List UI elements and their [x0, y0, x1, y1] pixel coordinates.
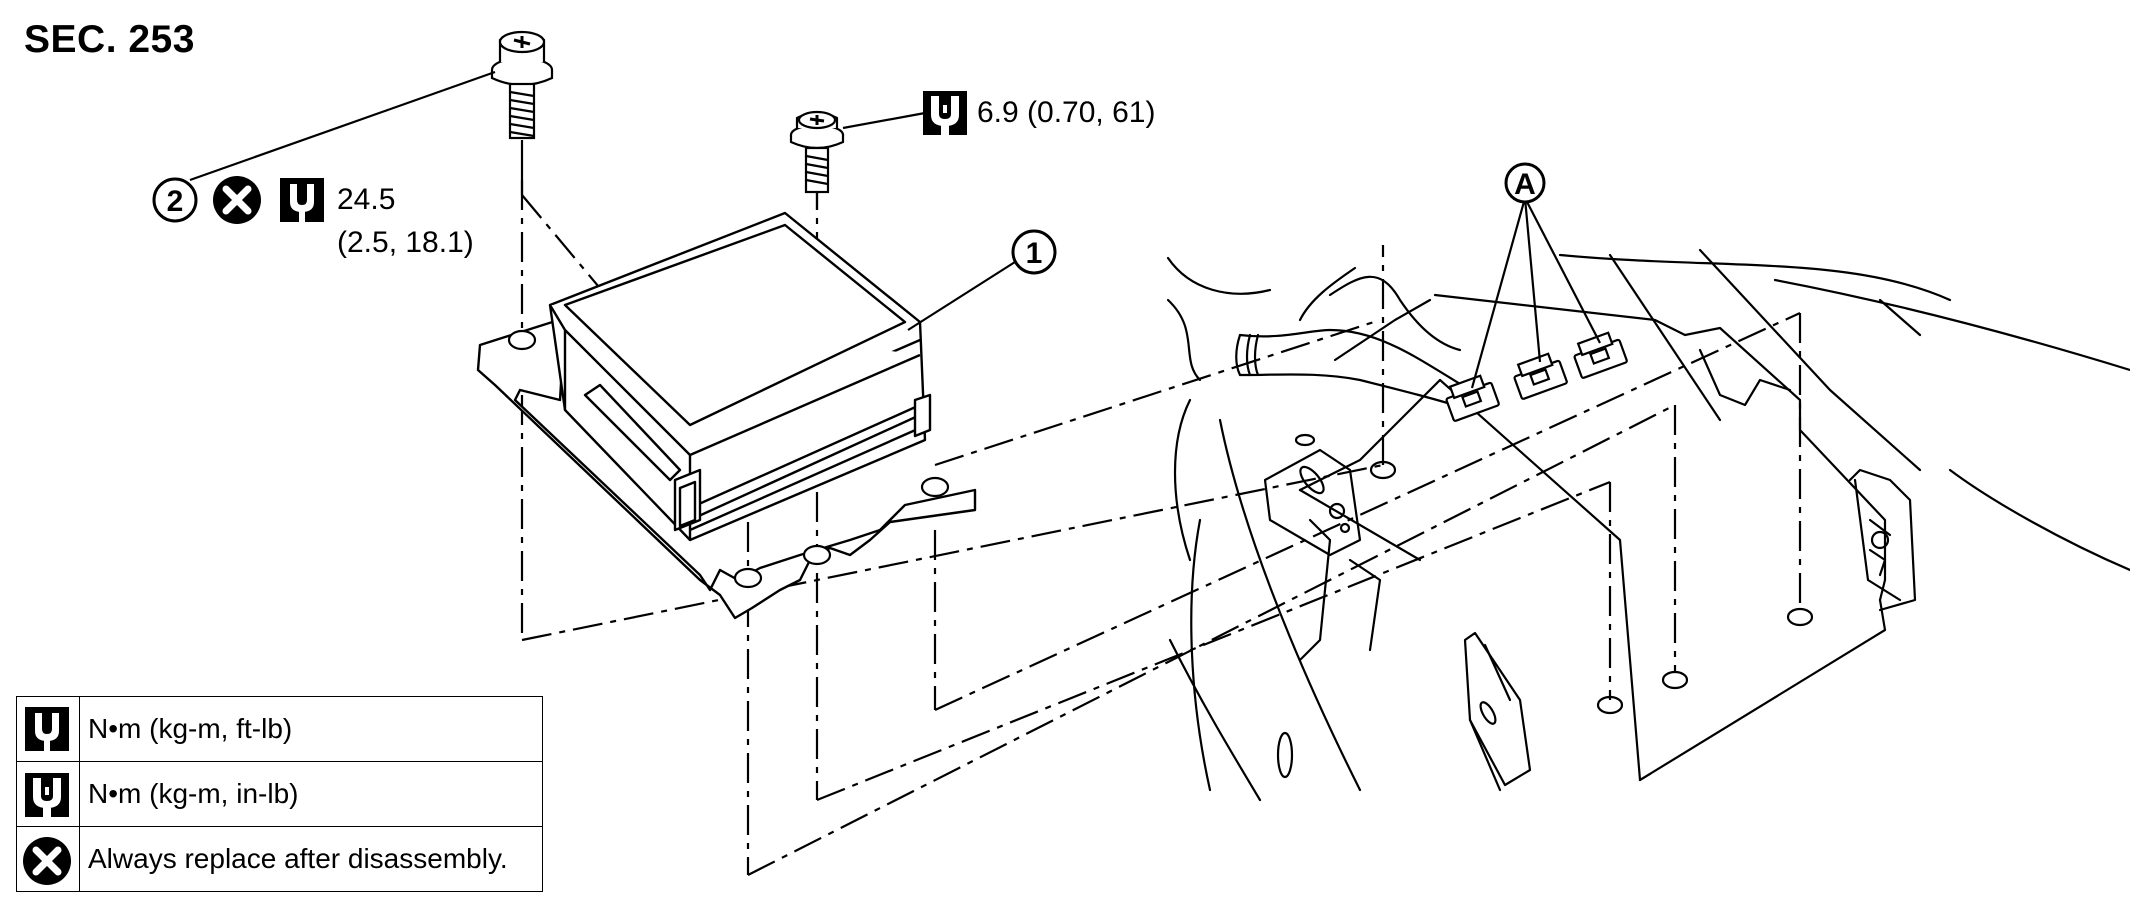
bolt-2-torque-units: (2.5, 18.1) [337, 226, 474, 259]
part-1-number-icon: 1 [1011, 229, 1057, 275]
legend-row: Always replace after disassembly. [16, 826, 543, 892]
legend-row: N•m (kg-m, in-lb) [16, 761, 543, 827]
control-unit [476, 211, 977, 620]
legend-text: N•m (kg-m, ft-lb) [79, 696, 543, 762]
section-label: SEC. 253 [24, 18, 195, 61]
bolt-center-lines [520, 140, 819, 210]
control-unit-mount-holes [507, 329, 950, 589]
connector-a-label: A [1504, 162, 1546, 204]
svg-text:A: A [1514, 168, 1536, 201]
bolt-small [789, 110, 845, 194]
bolt-2 [490, 30, 554, 140]
torque-wrench-in-lb-icon [923, 91, 967, 135]
callout-leader-lines [189, 70, 1016, 331]
legend-icon-cell [16, 826, 80, 892]
connector-a-leader-lines [1470, 197, 1601, 389]
legend-table: N•m (kg-m, ft-lb) N•m (kg-m, in-lb) Alwa… [16, 696, 543, 892]
legend-icon-cell [16, 696, 80, 762]
legend-text: Always replace after disassembly. [79, 826, 543, 892]
vehicle-frame-structure [1166, 248, 2130, 802]
legend-icon-cell [16, 761, 80, 827]
connector-a-group [1445, 331, 1628, 422]
legend-row: N•m (kg-m, ft-lb) [16, 696, 543, 762]
part-2-number-icon: 2 [152, 177, 198, 223]
bolt-2-torque-value: 24.5 [337, 183, 396, 216]
assembly-dashed-lines [520, 180, 1802, 876]
small-bolt-torque-value: 6.9 (0.70, 61) [977, 96, 1156, 129]
svg-text:1: 1 [1026, 237, 1043, 270]
legend-text: N•m (kg-m, in-lb) [79, 761, 543, 827]
svg-text:2: 2 [167, 185, 184, 218]
torque-wrench-ft-lb-icon [280, 178, 324, 222]
always-replace-icon [213, 176, 261, 224]
frame-mount-holes [1369, 460, 1814, 715]
